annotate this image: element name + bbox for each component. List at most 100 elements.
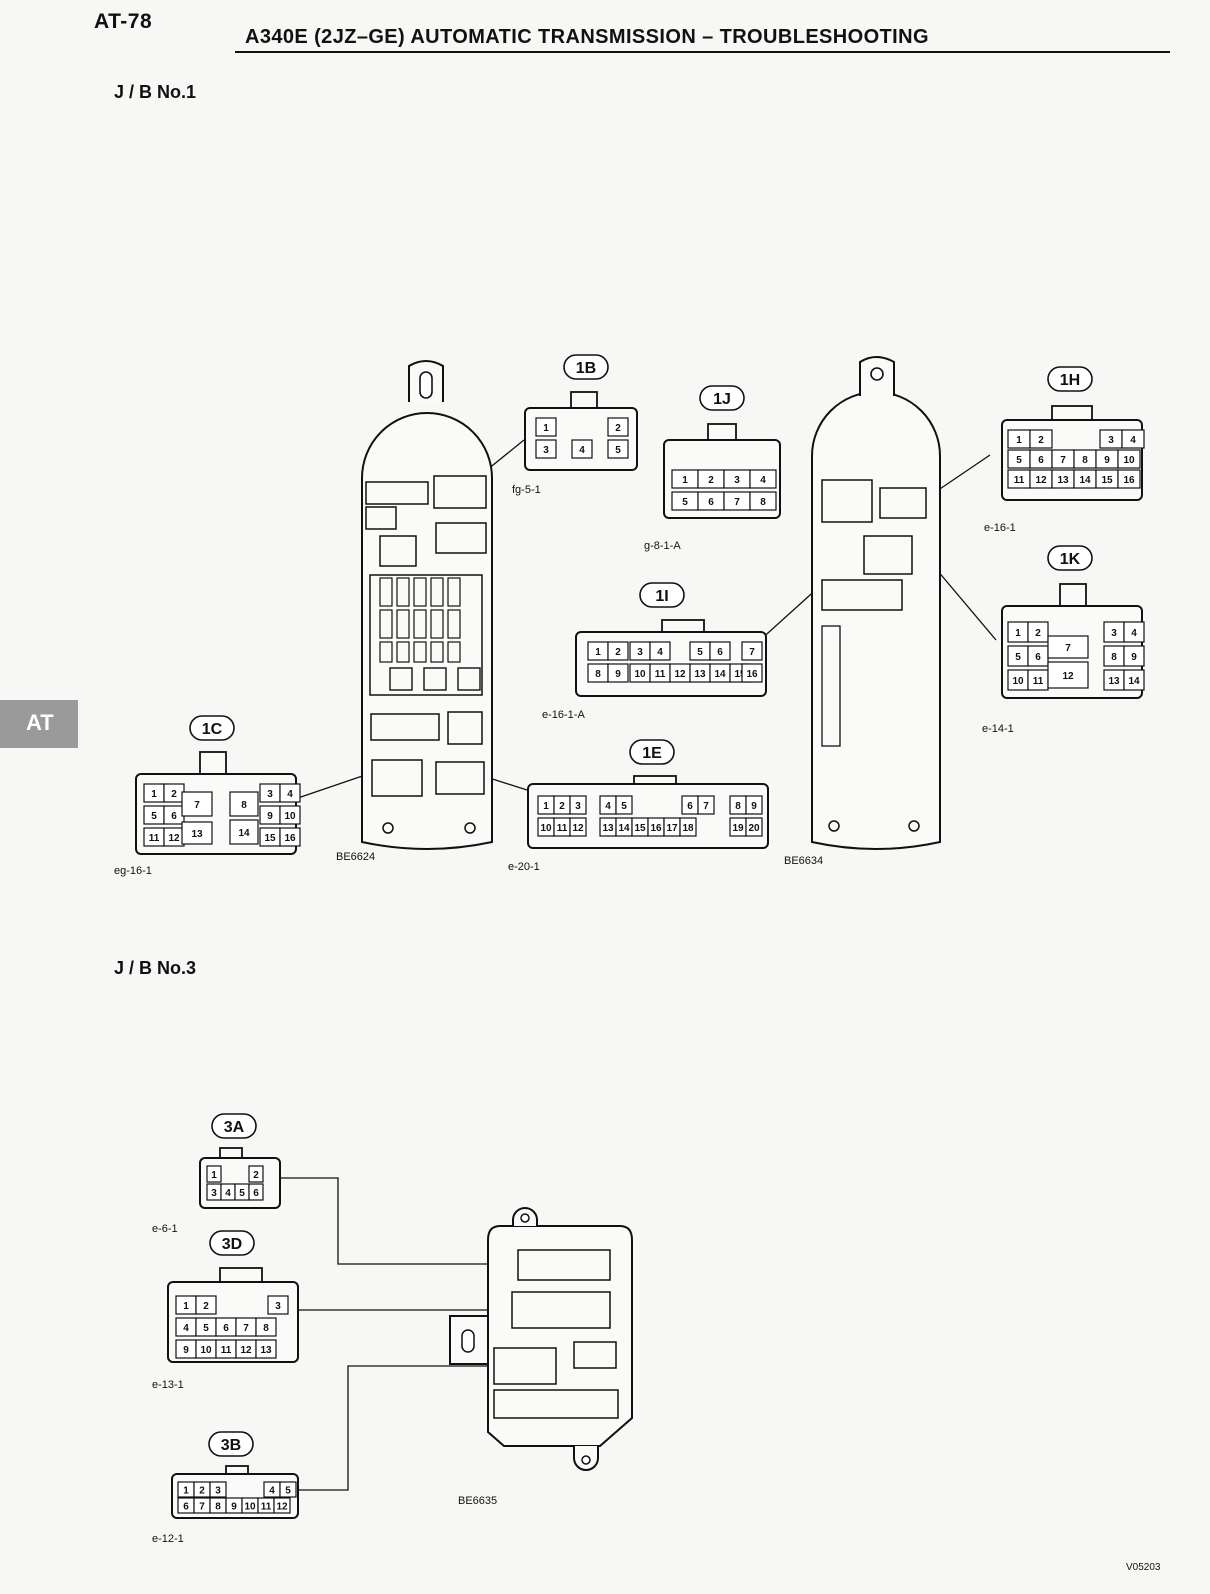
pin-number: 3 <box>575 801 581 812</box>
connector-code-1i: e-16-1-A <box>542 709 585 721</box>
connector-badge-label: 1J <box>713 391 731 408</box>
pin-1k: 10 <box>1007 669 1029 691</box>
pin-3d: 12 <box>235 1339 257 1359</box>
pin-number: 6 <box>183 1502 189 1513</box>
pin-1e: 4 <box>599 795 617 815</box>
pin-number: 8 <box>760 497 766 508</box>
pin-number: 7 <box>703 801 709 812</box>
connector-code-1e: e-20-1 <box>508 861 540 873</box>
pin-number: 4 <box>1131 628 1137 639</box>
pin-number: 10 <box>284 811 296 822</box>
pin-1e: 16 <box>647 817 665 837</box>
pin-1e: 12 <box>569 817 587 837</box>
pin-number: 10 <box>540 823 552 834</box>
pin-number: 5 <box>621 801 627 812</box>
connector-badge-1h: 1H <box>1047 366 1093 392</box>
connector-code-1k: e-14-1 <box>982 723 1014 735</box>
pin-number: 8 <box>735 801 741 812</box>
connector-code-1h: e-16-1 <box>984 522 1016 534</box>
pin-number: 3 <box>543 445 549 456</box>
pin-1c: 8 <box>229 791 259 817</box>
pin-1k: 13 <box>1103 669 1125 691</box>
pin-1c: 10 <box>279 805 301 825</box>
pin-3d: 9 <box>175 1339 197 1359</box>
pin-1k: 12 <box>1047 661 1089 689</box>
pin-1k: 14 <box>1123 669 1145 691</box>
connector-badge-1e: 1E <box>629 739 675 765</box>
pin-number: 3 <box>1111 628 1117 639</box>
pin-number: 13 <box>602 823 614 834</box>
pin-3b: 2 <box>193 1481 211 1498</box>
pin-number: 4 <box>1130 435 1136 446</box>
pin-3b: 9 <box>225 1497 243 1514</box>
connector-code-1j: g-8-1-A <box>644 540 681 552</box>
pin-1h: 6 <box>1029 449 1053 469</box>
pin-number: 16 <box>746 669 758 680</box>
pin-1b: 5 <box>607 439 629 459</box>
pin-3a: 1 <box>206 1165 222 1183</box>
jb1-right-block <box>811 356 941 850</box>
connector-1e-body <box>527 783 769 849</box>
pin-number: 12 <box>240 1345 252 1356</box>
pin-1c: 9 <box>259 805 281 825</box>
section-side-tab[interactable]: AT <box>0 700 78 748</box>
pin-number: 4 <box>269 1486 275 1497</box>
pin-number: 11 <box>261 1502 272 1513</box>
pin-1c: 7 <box>181 791 213 817</box>
page-title: A340E (2JZ–GE) AUTOMATIC TRANSMISSION – … <box>245 26 929 48</box>
pin-1c: 5 <box>143 805 165 825</box>
pin-1k: 8 <box>1103 645 1125 667</box>
connector-code-3d: e-13-1 <box>152 1379 184 1391</box>
pin-number: 10 <box>244 1502 256 1513</box>
pin-number: 7 <box>243 1323 249 1334</box>
pin-number: 12 <box>276 1502 288 1513</box>
pin-number: 8 <box>595 669 601 680</box>
pin-number: 16 <box>650 823 662 834</box>
pin-number: 7 <box>1060 455 1066 466</box>
pin-3d: 6 <box>215 1317 237 1337</box>
pin-number: 6 <box>687 801 693 812</box>
pin-number: 1 <box>682 475 688 486</box>
pin-1c: 16 <box>279 827 301 847</box>
pin-1i: 1 <box>587 641 609 661</box>
pin-1i: 6 <box>709 641 731 661</box>
connector-badge-label: 1K <box>1060 551 1081 568</box>
pin-number: 3 <box>275 1301 281 1312</box>
pin-3d: 4 <box>175 1317 197 1337</box>
pin-number: 3 <box>637 647 643 658</box>
pin-number: 2 <box>171 789 177 800</box>
pin-1c: 1 <box>143 783 165 803</box>
connector-1b-body <box>524 407 638 471</box>
pin-number: 14 <box>1128 676 1140 687</box>
pin-1c: 3 <box>259 783 281 803</box>
connector-badge-3d: 3D <box>209 1230 255 1256</box>
jb1-heading: J / B No.1 <box>114 82 197 102</box>
pin-1j: 8 <box>749 491 777 511</box>
pin-number: 2 <box>1035 628 1041 639</box>
pin-1k: 7 <box>1047 635 1089 659</box>
pin-1h: 9 <box>1095 449 1119 469</box>
pin-1e: 8 <box>729 795 747 815</box>
pin-number: 4 <box>605 801 611 812</box>
connector-badge-3b: 3B <box>208 1431 254 1457</box>
pin-number: 12 <box>1062 671 1074 682</box>
pin-3b: 8 <box>209 1497 227 1514</box>
pin-number: 5 <box>285 1486 291 1497</box>
pin-number: 6 <box>1035 652 1041 663</box>
pin-1j: 1 <box>671 469 699 489</box>
connector-badge-label: 3A <box>224 1119 245 1136</box>
pin-number: 8 <box>215 1502 221 1513</box>
pin-1e: 13 <box>599 817 617 837</box>
pin-number: 9 <box>751 801 757 812</box>
pin-1i: 2 <box>607 641 629 661</box>
pin-number: 1 <box>183 1301 189 1312</box>
side-tab-label: AT <box>26 710 54 735</box>
pin-1h: 12 <box>1029 469 1053 489</box>
pin-1k: 5 <box>1007 645 1029 667</box>
pin-1e: 1 <box>537 795 555 815</box>
connector-badge-label: 1E <box>642 745 662 762</box>
pin-3d: 2 <box>195 1295 217 1315</box>
connector-badge-label: 3D <box>222 1236 242 1253</box>
pin-3a: 2 <box>248 1165 264 1183</box>
pin-1b: 2 <box>607 417 629 437</box>
